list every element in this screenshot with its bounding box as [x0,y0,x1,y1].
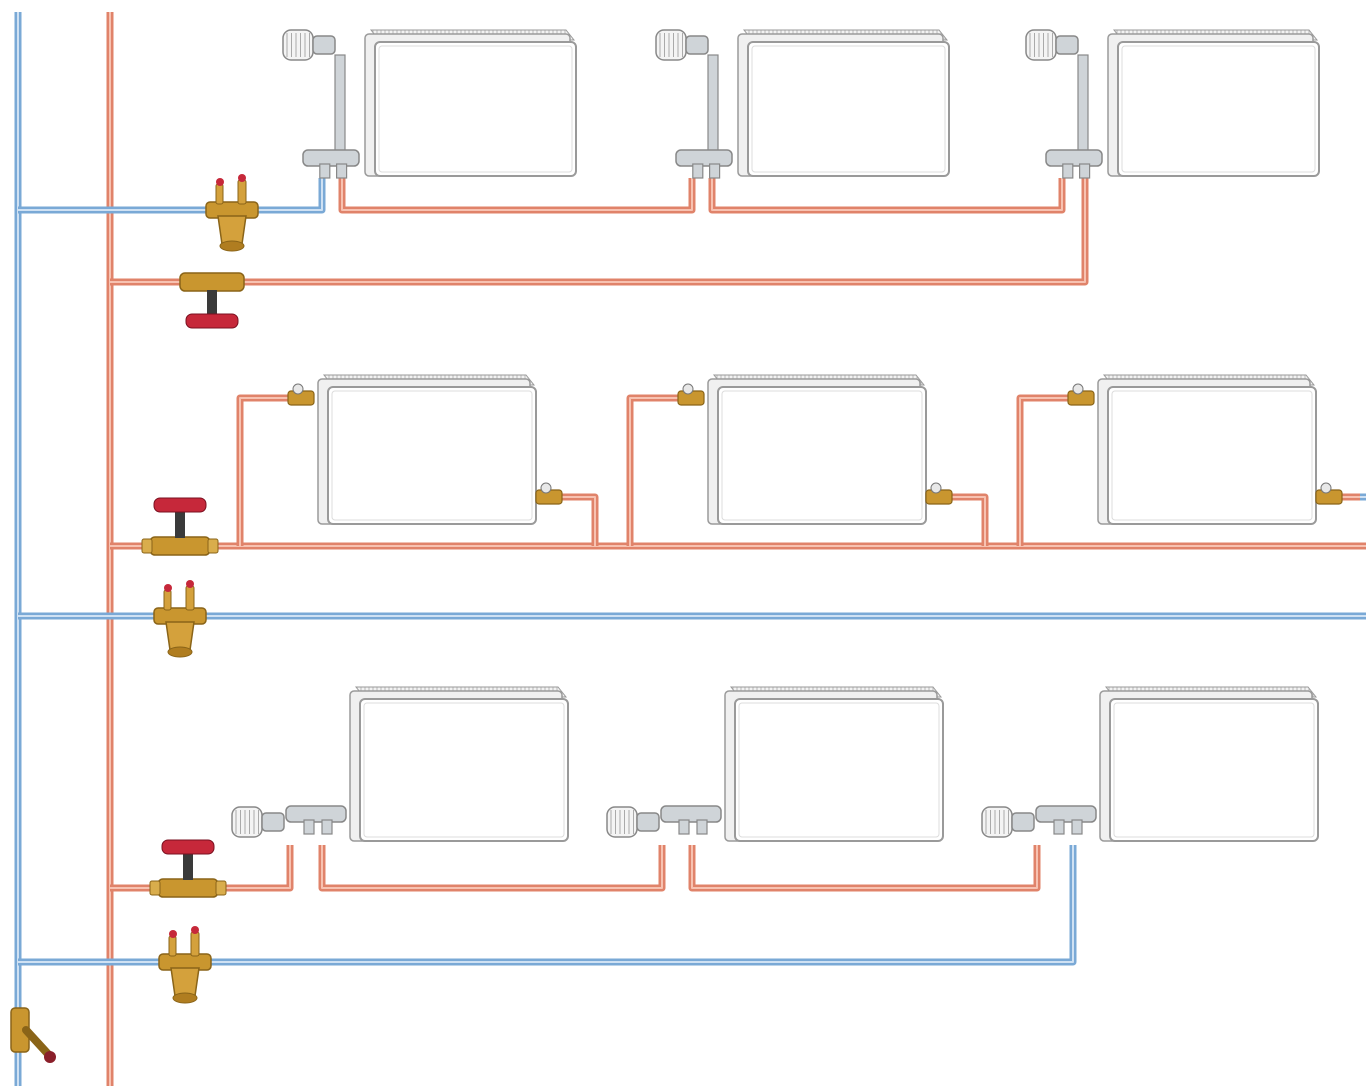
strainer-valve-icon [10,1007,56,1063]
supply-link-bottom-1 [318,845,666,892]
lockshield-valve-icon [535,482,563,505]
supply-link-top-2 [708,178,1066,214]
radiator-bottom-2 [724,686,944,842]
bottom-manifold-valve-icon [1045,149,1103,179]
supply-link-top-1 [338,178,696,214]
thermostatic-valve-icon [282,29,336,61]
return-link-middle-3 [1328,493,1366,501]
chrome-column-top-1 [334,54,346,156]
radiator-middle-2 [707,374,927,525]
pipe-network [18,178,1366,966]
radiator-bottom-1 [349,686,569,842]
thermostatic-valve-icon [606,806,660,838]
return-branch-top [18,178,326,214]
chrome-column-top-2 [707,54,719,156]
valve-group [10,29,1343,1063]
bottom-manifold-valve-icon [302,149,360,179]
supply-riser-middle-3 [1016,394,1088,546]
thermostatic-valve-icon [655,29,709,61]
angle-valve-icon [1035,805,1097,835]
supply-riser-middle-2 [626,394,698,546]
radiator-top-3 [1107,29,1320,177]
supply-riser-middle-1 [236,394,308,546]
bottom-manifold-valve-icon [675,149,733,179]
radiator-bottom-3 [1099,686,1319,842]
return-branch-bottom [18,845,1077,966]
lockshield-valve-icon [925,482,953,505]
return-link-middle-2 [938,493,989,546]
radiator-group [317,29,1320,842]
lockshield-valve-icon [1315,482,1343,505]
chrome-column-top-3 [1077,54,1089,156]
thermostatic-valve-icon [1067,383,1095,406]
thermostatic-valve-icon [981,806,1035,838]
ball-valve-icon [179,272,245,329]
thermostatic-valve-icon [231,806,285,838]
radiator-middle-1 [317,374,537,525]
supply-branch-top [110,178,1089,286]
balancing-valve-icon [153,580,207,658]
angle-valve-icon [285,805,347,835]
radiator-top-1 [364,29,577,177]
supply-link-bottom-2 [688,845,1041,892]
ball-valve-icon [149,839,227,898]
thermostatic-valve-icon [677,383,705,406]
balancing-valve-icon [205,174,259,252]
thermostatic-valve-icon [287,383,315,406]
radiator-middle-3 [1097,374,1317,525]
thermostatic-valve-icon [1025,29,1079,61]
return-link-middle-1 [548,493,599,546]
angle-valve-icon [660,805,722,835]
radiator-top-2 [737,29,950,177]
balancing-valve-icon [158,926,212,1004]
ball-valve-icon [141,497,219,556]
